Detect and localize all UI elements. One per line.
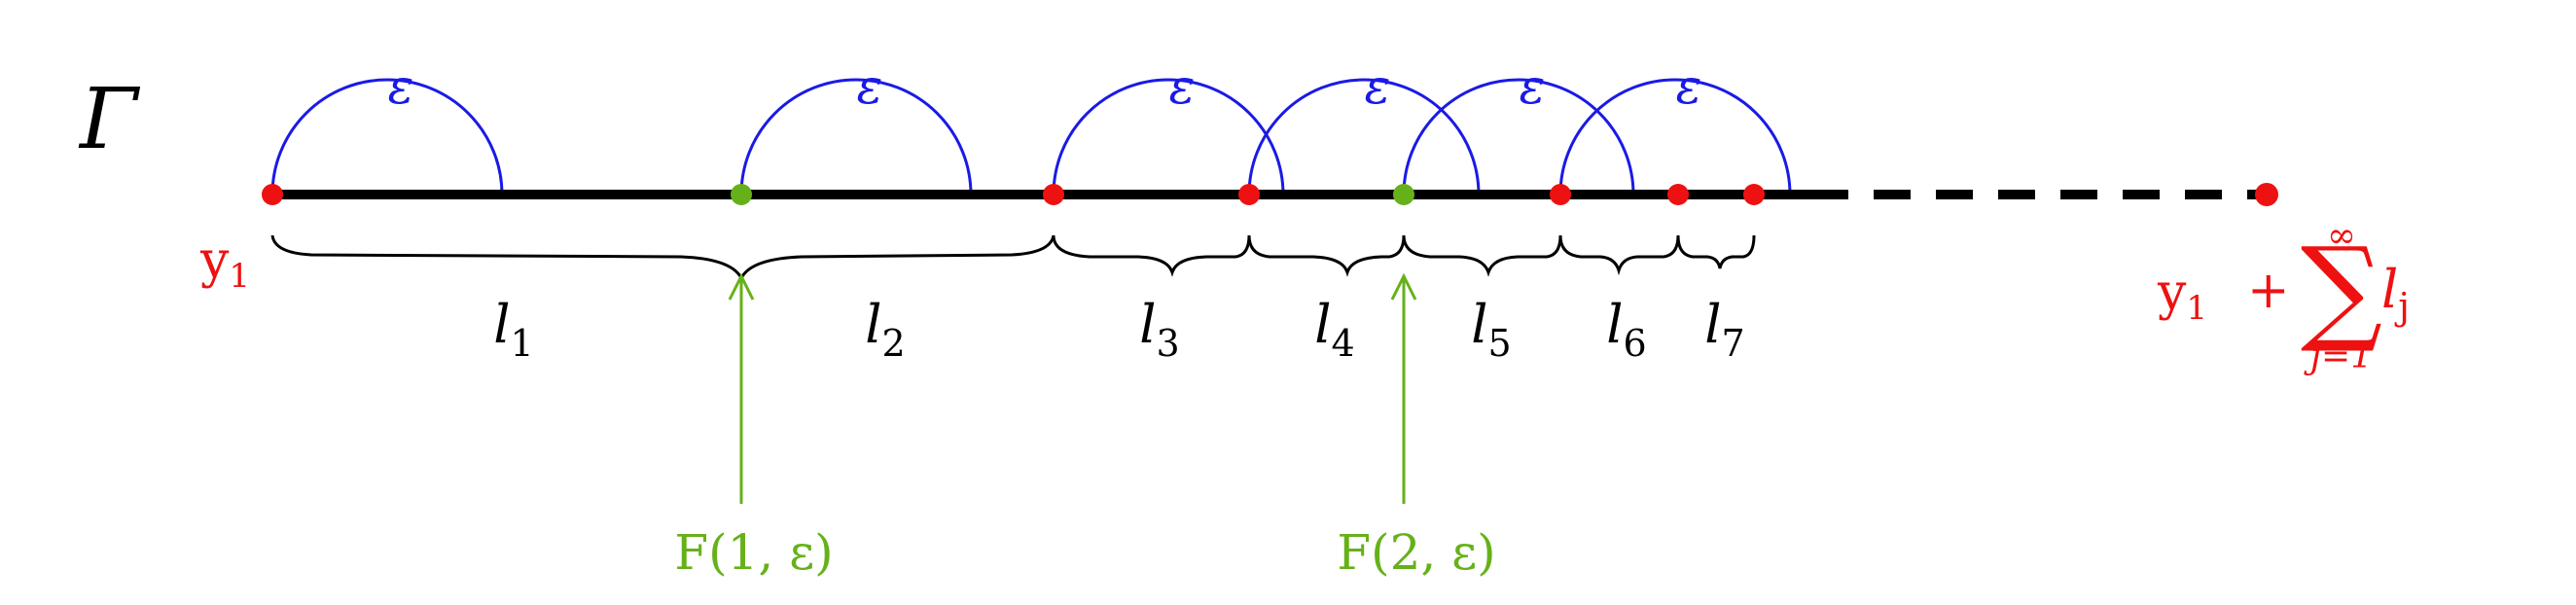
end-label-y1: y1 (2157, 264, 2207, 328)
gamma-symbol: Γ (78, 71, 141, 168)
epsilon-label: ε (857, 58, 883, 115)
brace-l5 (1402, 234, 1562, 277)
marker-labels: F(1, ε) F(2, ε) (674, 524, 1495, 581)
epsilon-label: ε (1365, 58, 1391, 115)
arrow-head-2 (1390, 272, 1417, 301)
segment-label-l3: l3 (1139, 294, 1179, 365)
epsilon-arc-2 (739, 78, 973, 196)
segment-labels: l1 l2 l3 l4 l5 l6 l7 (493, 294, 1744, 365)
epsilon-label: ε (388, 58, 414, 115)
sum-symbol: ∑ (2301, 222, 2382, 356)
segment-braces (1052, 234, 1756, 277)
red-point (1743, 184, 1765, 205)
epsilon-label: ε (1169, 58, 1196, 115)
epsilon-arc-6 (1558, 78, 1792, 196)
brace-l3 (1052, 234, 1251, 277)
sum-lower-limit: j=1 (2304, 337, 2373, 376)
brace-l6 (1558, 234, 1680, 276)
green-point-1 (731, 184, 752, 205)
brace-l2-main (739, 234, 1055, 279)
epsilon-arc-1 (270, 78, 504, 196)
segment-label-l7: l7 (1704, 294, 1744, 365)
epsilon-arc-4 (1247, 78, 1481, 196)
epsilon-label: ε (1676, 58, 1702, 115)
marker-label-1: F(1, ε) (674, 524, 833, 581)
brace-l4 (1247, 234, 1406, 277)
marker-arrows (728, 272, 1417, 504)
arrow-head-1 (728, 272, 755, 301)
segment-label-l4: l4 (1314, 294, 1354, 365)
red-point (1550, 184, 1571, 205)
red-point (1238, 184, 1260, 205)
marker-label-2: F(2, ε) (1337, 524, 1495, 581)
epsilon-label: ε (1520, 58, 1546, 115)
points (262, 183, 2278, 206)
red-point-end (2255, 183, 2278, 206)
start-point-label: y1 (199, 231, 250, 296)
epsilon-labels: ε ε ε ε ε ε (388, 58, 1702, 115)
epsilon-arc-5 (1402, 78, 1635, 196)
green-point-2 (1393, 184, 1414, 205)
segment-braces-l1-l2 (270, 234, 1055, 279)
sum-term: lj (2381, 259, 2410, 328)
sum-upper-limit: ∞ (2327, 216, 2356, 256)
end-point-label: y1 + ∞ ∑ j=1 lj (2157, 216, 2410, 376)
red-point (1667, 184, 1689, 205)
brace-l1-main (270, 234, 743, 279)
brace-l7 (1676, 234, 1756, 269)
segment-label-l5: l5 (1471, 294, 1511, 365)
red-point (1043, 184, 1064, 205)
epsilon-arc-3 (1052, 78, 1285, 196)
epsilon-arcs (270, 78, 1792, 196)
red-point-start (262, 184, 283, 205)
segment-label-l1: l1 (493, 294, 533, 365)
segment-label-l6: l6 (1606, 294, 1646, 365)
end-label-plus: + (2247, 262, 2290, 320)
segment-label-l2: l2 (865, 294, 905, 365)
